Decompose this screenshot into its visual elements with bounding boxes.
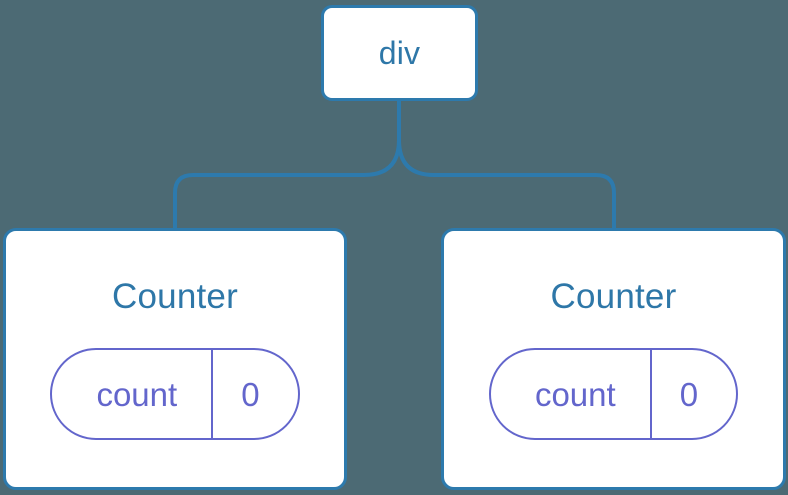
state-pill-right[interactable]: count 0 xyxy=(488,348,739,440)
state-pill-left-value: 0 xyxy=(241,375,260,413)
edge-root-to-right-counter xyxy=(397,100,616,232)
state-pill-left-divider xyxy=(211,350,214,438)
state-pill-right-key: count xyxy=(534,375,616,413)
state-pill-right-divider xyxy=(649,350,652,438)
node-div-label: div xyxy=(378,35,421,71)
node-counter-left-label: Counter xyxy=(112,277,238,316)
node-div[interactable]: div xyxy=(321,5,478,101)
edge-root-to-left-counter xyxy=(173,100,401,232)
state-pill-left-key: count xyxy=(96,375,178,413)
node-counter-right-label: Counter xyxy=(550,277,677,316)
state-pill-left[interactable]: count 0 xyxy=(50,348,300,440)
node-counter-left[interactable]: Counter count 0 xyxy=(3,228,347,490)
state-pill-right-value: 0 xyxy=(679,375,699,413)
node-counter-right[interactable]: Counter count 0 xyxy=(441,228,786,490)
